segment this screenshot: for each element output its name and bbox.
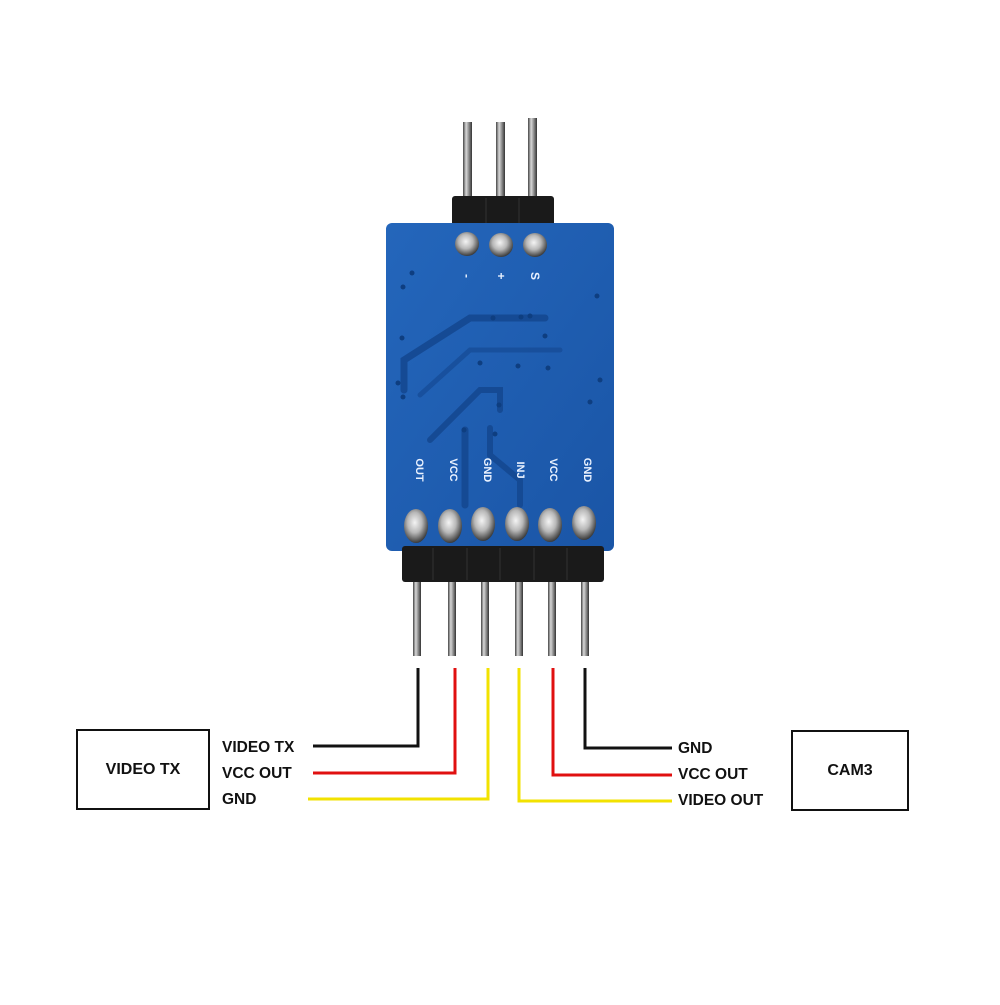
wire-gnd-left — [308, 668, 490, 801]
cam3-box: CAM3 — [791, 730, 909, 811]
left-signal-vcc-out: VCC OUT — [222, 765, 292, 782]
top-header — [452, 118, 554, 226]
bottom-pin-4 — [515, 582, 523, 656]
pad-label-plus: + — [494, 272, 508, 279]
pin-label-vcc-2: VCC — [547, 458, 559, 481]
pin-labels: OUT VCC GND INJ VCC GND — [413, 458, 593, 483]
bottom-header — [402, 546, 604, 656]
top-header-pin-2 — [496, 122, 505, 202]
wire-video-out — [517, 668, 672, 803]
bottom-header-block — [402, 546, 604, 582]
top-header-pin-3 — [528, 118, 537, 202]
pad-label-s: S — [528, 272, 542, 280]
left-signal-video-tx: VIDEO TX — [222, 739, 295, 756]
right-signal-gnd: GND — [678, 740, 713, 757]
right-signal-video-out: VIDEO OUT — [678, 792, 764, 809]
pcb-board: - + S OUT VCC GND INJ VCC GND — [386, 223, 614, 551]
pin-label-gnd-1: GND — [481, 458, 493, 483]
bottom-pin-3 — [481, 582, 489, 656]
pin-label-vcc-1: VCC — [447, 458, 459, 481]
bottom-solder-pads — [404, 506, 596, 543]
pad-label-minus: - — [460, 274, 474, 278]
top-header-pin-1 — [463, 122, 472, 202]
wire-vcc-out-right — [551, 668, 672, 777]
video-tx-label: VIDEO TX — [105, 760, 181, 778]
pin-label-out: OUT — [413, 458, 425, 482]
left-signal-gnd: GND — [222, 791, 257, 808]
right-signal-vcc-out: VCC OUT — [678, 766, 748, 783]
wire-vcc-out-left — [313, 668, 457, 775]
wire-video-tx — [313, 668, 420, 748]
top-solder-pads — [455, 232, 547, 257]
wire-gnd-right — [583, 668, 672, 750]
bottom-pin-6 — [581, 582, 589, 656]
cam3-label: CAM3 — [827, 761, 873, 779]
pin-label-inj: INJ — [514, 461, 526, 478]
wires — [308, 668, 672, 803]
pin-label-gnd-2: GND — [581, 458, 593, 483]
video-tx-box: VIDEO TX — [76, 729, 210, 810]
bottom-pin-2 — [448, 582, 456, 656]
bottom-pin-5 — [548, 582, 556, 656]
bottom-pin-1 — [413, 582, 421, 656]
top-header-block — [452, 196, 554, 226]
